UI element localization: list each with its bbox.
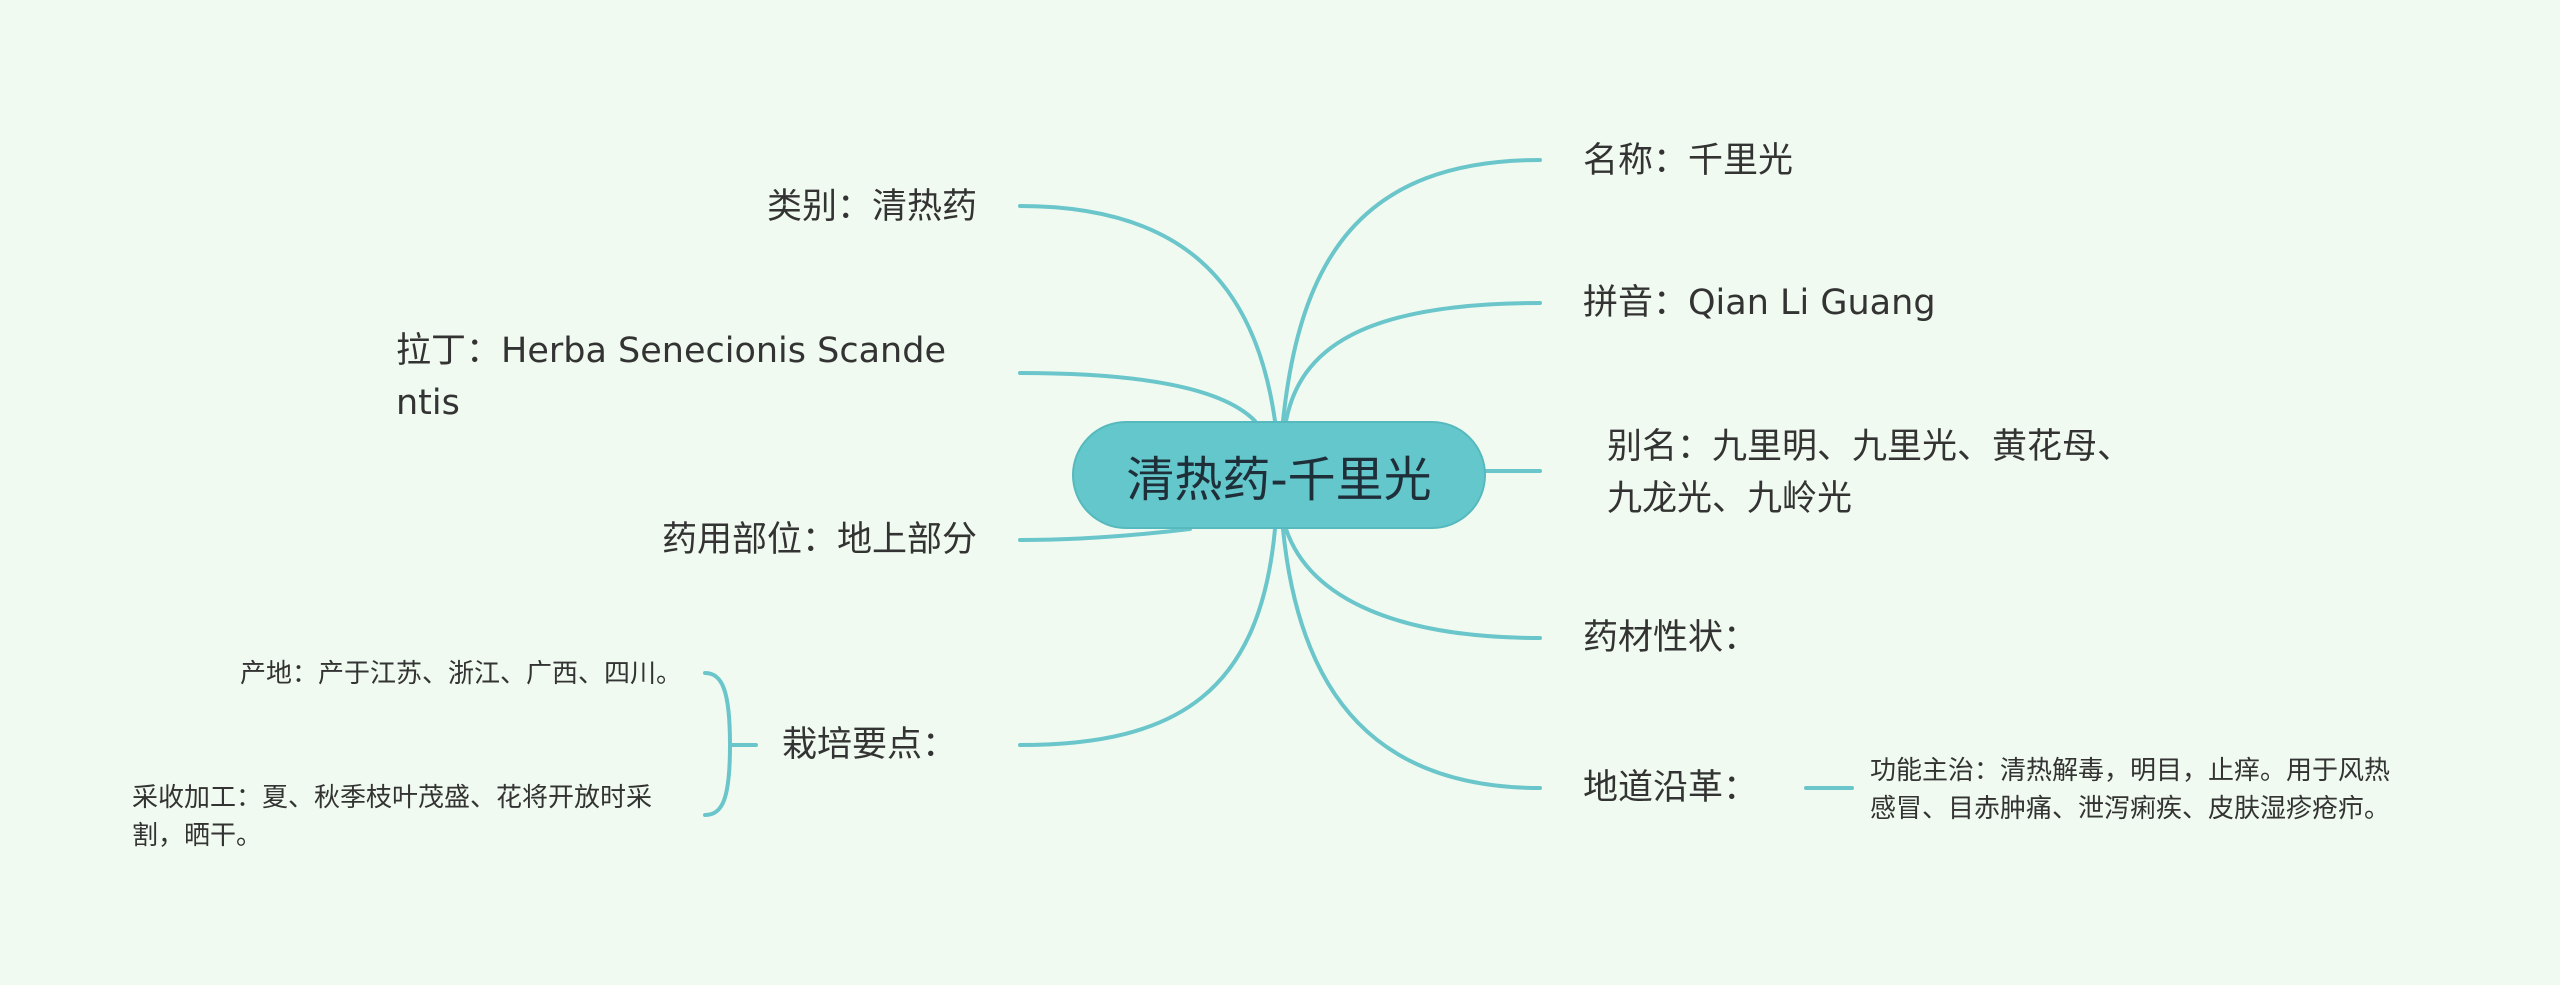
subtopic-function[interactable]: 功能主治：清热解毒，明目，止痒。用于风热 感冒、目赤肿痛、泄泻痢疾、皮肤湿疹疮疖… bbox=[1870, 752, 2390, 828]
link-pinyin bbox=[1284, 301, 1542, 423]
topic-name[interactable]: 名称：千里光 bbox=[1583, 135, 1793, 187]
link-category bbox=[1018, 204, 1277, 423]
topic-history[interactable]: 地道沿革： bbox=[1583, 762, 1758, 814]
topic-text: 类别：清热药 bbox=[766, 187, 977, 227]
topic-text: 拼音：Qian Li Guang bbox=[1583, 283, 1936, 323]
topic-text: 药用部位：地上部分 bbox=[661, 520, 977, 560]
topic-text: 九龙光、九岭光 bbox=[1607, 479, 1853, 519]
link-cultivation bbox=[1018, 527, 1277, 747]
topic-alias[interactable]: 别名：九里明、九里光、黄花母、 九龙光、九岭光 bbox=[1607, 421, 2132, 525]
topic-cultivation[interactable]: 栽培要点： bbox=[782, 719, 957, 771]
topic-pinyin[interactable]: 拼音：Qian Li Guang bbox=[1583, 277, 1936, 329]
topic-text: ntis bbox=[396, 383, 460, 423]
topic-category[interactable]: 类别：清热药 bbox=[767, 181, 977, 233]
link-name bbox=[1281, 158, 1542, 423]
subtopic-text: 感冒、目赤肿痛、泄泻痢疾、皮肤湿疹疮疖。 bbox=[1870, 794, 2391, 824]
link-shape bbox=[1284, 527, 1542, 640]
subtopic-text: 采收加工：夏、秋季枝叶茂盛、花将开放时采 bbox=[132, 783, 653, 813]
topic-text: 药材性状： bbox=[1583, 618, 1759, 658]
link-history bbox=[1281, 527, 1542, 790]
topic-text: 别名：九里明、九里光、黄花母、 bbox=[1607, 427, 2133, 467]
topic-text: 拉丁：Herba Senecionis Scande bbox=[396, 331, 946, 371]
topic-latin[interactable]: 拉丁：Herba Senecionis Scande ntis bbox=[396, 325, 946, 429]
subtopic-origin[interactable]: 产地：产于江苏、浙江、广西、四川。 bbox=[240, 655, 682, 693]
topic-medicinal-part[interactable]: 药用部位：地上部分 bbox=[662, 514, 977, 566]
subtopic-text: 功能主治：清热解毒，明目，止痒。用于风热 bbox=[1870, 756, 2391, 786]
subtopic-text: 割，晒干。 bbox=[132, 821, 263, 851]
link-latin bbox=[1018, 371, 1257, 423]
link-part bbox=[1018, 527, 1192, 542]
topic-text: 地道沿革： bbox=[1583, 768, 1759, 808]
topic-text: 名称：千里光 bbox=[1583, 141, 1794, 181]
center-topic[interactable]: 清热药-千里光 bbox=[1072, 421, 1486, 529]
subtopic-harvest[interactable]: 采收加工：夏、秋季枝叶茂盛、花将开放时采 割，晒干。 bbox=[132, 779, 652, 855]
cultivation-bracket bbox=[703, 671, 758, 817]
topic-shape[interactable]: 药材性状： bbox=[1583, 612, 1758, 664]
topic-text: 栽培要点： bbox=[781, 725, 957, 765]
subtopic-text: 产地：产于江苏、浙江、广西、四川。 bbox=[239, 659, 682, 689]
